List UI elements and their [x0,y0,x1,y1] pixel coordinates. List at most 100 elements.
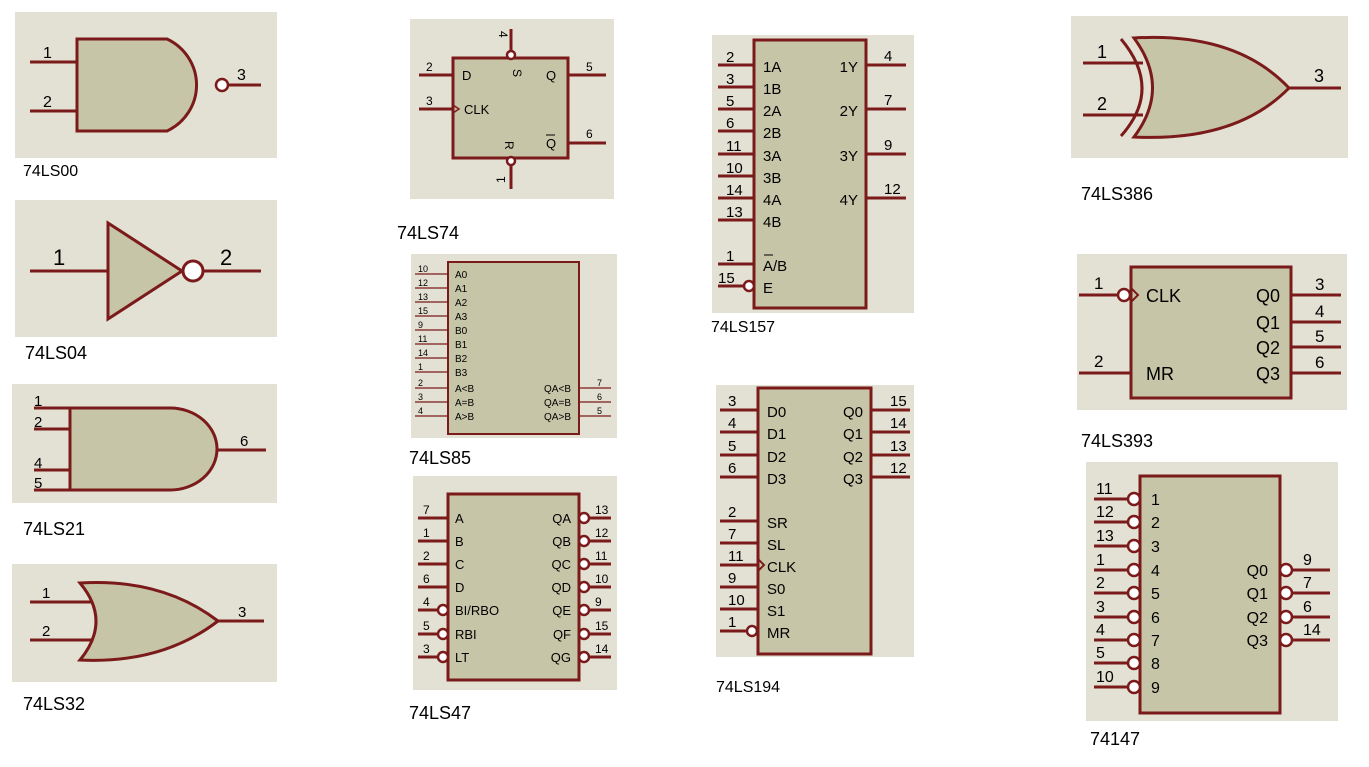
pin-number: 12 [884,181,901,198]
pin-number: 10 [418,264,428,274]
symbol-74ls32: 1 2 3 [12,564,277,682]
signal-label: Q [546,136,556,151]
signal-label: CLK [767,559,796,576]
signal-label: 4A [763,192,781,209]
inversion-bubble [1126,609,1142,625]
shift-register-chip: 3D04D15D26D32SR7SL11CLK9S010S11MR15Q014Q… [716,385,914,657]
caption-74147: 74147 [1090,729,1141,749]
signal-label: 1A [763,59,781,76]
signal-label: 3Y [840,148,858,165]
pin-number: 1 [43,45,52,62]
signal-label: Q0 [843,404,863,421]
or-gate-icon: 1 2 3 [12,564,277,682]
pin-number: 4 [884,48,892,65]
signal-label: QF [553,627,571,642]
inversion-bubble [577,627,591,641]
pin-number: 13 [595,503,609,517]
inversion-bubble [1278,632,1294,648]
signal-label: Q1 [1256,313,1280,333]
inversion-bubble [1126,514,1142,530]
signal-label: QG [551,650,571,665]
signal-label: 4Y [840,192,858,209]
signal-label: C [455,557,464,572]
multiplexer-chip: 21A31B52A62B113A103B144A134B1A/B15E41Y72… [712,35,914,313]
inverter-icon: 1 2 [15,200,277,337]
pin-number: 11 [595,549,608,563]
signal-label: B3 [455,368,468,379]
pin-number: 15 [718,270,735,287]
pin-number: 3 [418,392,423,402]
caption-74ls386: 74LS386 [1081,184,1154,204]
pin-number: 15 [418,306,428,316]
pin-number: 9 [418,320,423,330]
pin-number: 1 [42,585,50,602]
symbol-74ls74: 2 3 5 6 4 1 D CLK Q Q S R [410,19,614,199]
pin-number: 1 [1094,274,1103,293]
signal-label: QE [552,603,571,618]
signal-label: 3 [1151,539,1160,556]
pin-number: 2 [220,245,232,270]
inversion-bubble [577,603,591,617]
signal-label: 2A [763,103,781,120]
pin-number: 2 [34,414,42,431]
pin-number: 2 [728,504,736,521]
pin-number: 4 [496,31,510,38]
pin-number: 1 [494,176,508,183]
pin-number: 3 [726,71,734,88]
inversion-bubble [436,603,450,617]
inversion-bubble [1126,632,1142,648]
pin-number: 7 [884,92,892,109]
signal-label: A [455,511,464,526]
signal-label: 4 [1151,563,1160,580]
pin-number: 12 [418,278,428,288]
signal-label: BI/RBO [455,603,499,618]
signal-label: A3 [455,312,468,323]
pin-number: 10 [726,160,743,177]
pin-number: 6 [1315,353,1324,372]
signal-label: LT [455,650,469,665]
inversion-bubble [745,624,759,638]
signal-label: SR [767,515,788,532]
pin-number: 5 [597,406,602,416]
signal-label: D3 [767,471,786,488]
signal-label: Q2 [1256,338,1280,358]
inversion-bubble [577,650,591,664]
pin-number: 14 [726,182,743,199]
inversion-bubble [1126,679,1142,695]
signal-label: B2 [455,354,468,365]
pin-number: 15 [595,619,609,633]
signal-label: D2 [767,449,786,466]
pin-number: 5 [728,438,736,455]
caption-74ls04: 74LS04 [25,343,88,363]
signal-label: E [763,280,773,297]
pin-number: 13 [1096,528,1114,545]
signal-label: /B [773,258,787,275]
and-gate-icon: 1 2 4 5 6 [12,384,277,503]
symbol-74ls386: 1 2 3 [1071,16,1348,158]
caption-74ls85: 74LS85 [409,448,472,468]
bcd-decoder-chip: 7A1B2C6D4BI/RBO5RBI3LT13QA12QB11QC10QD9Q… [413,476,617,690]
signal-label: A>B [455,412,475,423]
caption-74ls74: 74LS74 [397,223,460,243]
pin-number: 3 [1096,599,1105,616]
pin-number: 3 [426,94,433,108]
symbol-74ls00: 1 2 3 [15,12,277,158]
pin-number: 3 [423,642,430,656]
clock-marker-icon [1130,287,1140,303]
signal-label: Q3 [843,471,863,488]
signal-label: B1 [455,340,468,351]
signal-label: A2 [455,298,468,309]
signal-label: B0 [455,326,468,337]
pin-number: 7 [423,503,430,517]
inversion-bubble [1278,562,1294,578]
signal-label: SL [767,537,785,554]
pin-number: 9 [595,595,602,609]
pin-number: 5 [1096,645,1105,662]
pin-number: 6 [728,460,736,477]
pin-number: 6 [597,392,602,402]
pin-number: 13 [890,438,907,455]
